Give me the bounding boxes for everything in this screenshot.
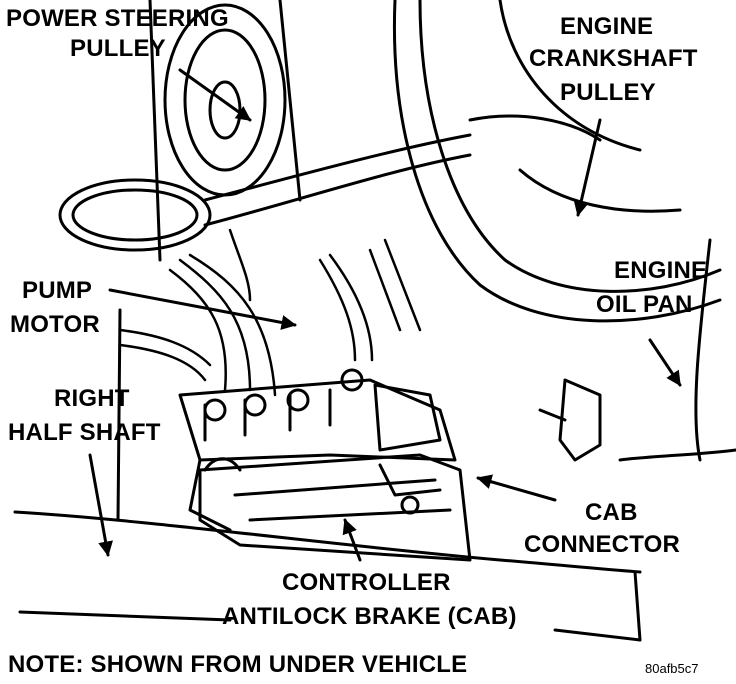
figure-code: 80afb5c7 [645,661,699,676]
brake-lines-drawing [118,228,422,397]
controller-label-line1: CONTROLLER [282,569,451,596]
leader-arrows [88,68,682,562]
power-steering-pulley-label-line2: PULLEY [70,35,166,62]
pump-motor-label-line2: MOTOR [10,311,100,338]
right-half-shaft-label-line1: RIGHT [54,385,130,412]
cab-module-drawing [198,453,472,562]
power-steering-pulley-label-line1: POWER STEERING [6,5,229,32]
engine-crankshaft-pulley-label-line1: ENGINE [560,13,654,40]
oil-pan-drawing [538,238,736,462]
right-half-shaft-label-line2: HALF SHAFT [8,419,161,446]
note-text: NOTE: SHOWN FROM UNDER VEHICLE [8,651,468,678]
half-shaft-drawing [13,308,642,642]
crankshaft-pulley-drawing [392,0,722,323]
engine-crankshaft-pulley-label-line2: CRANKSHAFT [529,45,698,72]
hcu-drawing [178,368,457,532]
cab-connector-label-line1: CAB [585,499,638,526]
engine-crankshaft-pulley-label-line3: PULLEY [560,79,656,106]
controller-label-line2: ANTILOCK BRAKE (CAB) [222,603,517,630]
engine-oil-pan-label-line1: ENGINE [614,257,708,284]
pump-motor-label-line1: PUMP [22,277,93,304]
belt-drawing [58,114,602,252]
engine-oil-pan-label-line2: OIL PAN [596,291,693,318]
cab-connector-label-line2: CONNECTOR [524,531,681,558]
